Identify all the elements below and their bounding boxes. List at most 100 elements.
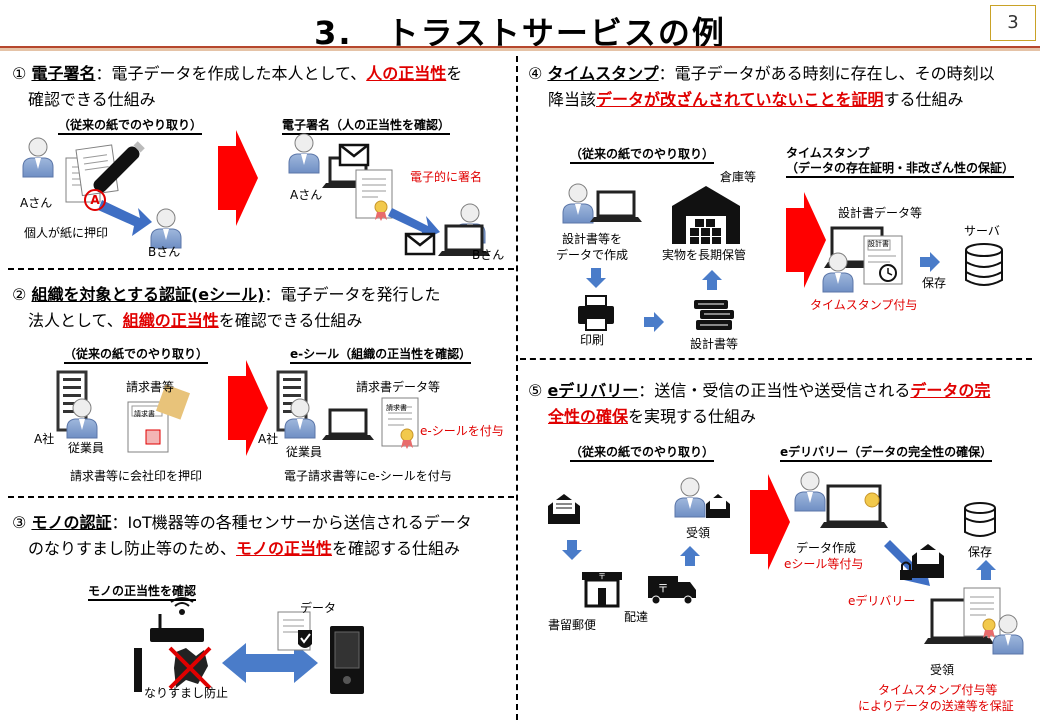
s4-right-header-2: （データの存在証明・非改ざん性の保証） [786,161,1015,178]
s3-spoof-label: なりすまし防止 [144,686,229,700]
books-icon [694,300,734,330]
s1-stamp-mark: A [84,189,106,211]
arrow-down-icon [586,268,606,288]
s2-desc: 電子データを発行した [280,285,441,304]
database-icon [964,502,996,537]
s4-print-label: 印刷 [580,333,605,347]
s2-emphasis: 組織の正当性 [122,311,219,330]
s2-invoice-data: 請求書データ等 [356,380,441,394]
s2-heading: ② 組織を対象とする認証(eシール)：電子データを発行した [12,284,516,306]
s2-employee-left: 従業員 [68,441,105,455]
s1-term: 電子署名 [31,64,96,83]
s5-number: ⑤ [528,381,543,400]
s3-desc-2a: のなりすまし防止等のため、 [28,539,237,558]
s1-desc: 電子データを作成した本人として、 [111,64,367,83]
s4-term: タイムスタンプ [547,64,659,83]
s1-left-header: （従来の紙でのやり取り） [58,118,203,135]
s1-b-left: Bさん [148,245,181,259]
s4-right-header-1: タイムスタンプ [786,146,870,160]
s4-left-header: （従来の紙でのやり取り） [570,147,715,164]
s5-edelivery: eデリバリー [848,594,916,608]
svg-text:〒: 〒 [598,572,606,581]
s5-sep: ： [638,381,655,400]
big-red-arrow-icon [786,192,826,288]
s2-caption-right: 電子請求書等にe-シールを付与 [284,469,452,483]
s2-number: ② [12,285,27,304]
big-red-arrow-icon [218,130,258,226]
s5-delivery: 配達 [624,610,649,624]
s2-right-header: e-シール（組織の正当性を確認） [290,347,472,364]
s5-save: 保存 [968,545,993,559]
arrow-right-icon [644,312,664,332]
page-title: 3. トラストサービスの例 [314,14,726,52]
s4-heading: ④ タイムスタンプ：電子データがある時刻に存在し、その時刻以 [528,63,1040,85]
s1-heading: ① 電子署名：電子データを作成した本人として、人の正当性を [12,63,516,85]
invoice-paper-icon [127,384,191,453]
mail-open-icon [706,494,730,518]
s5-desc-2b: を実現する仕組み [628,407,757,426]
s5-right-header: eデリバリー（データの完全性の確保） [780,445,993,462]
delivery-truck-icon: 〒 [648,576,696,605]
s3-desc: IoT機器等の各種センサーから送信されるデータ [127,513,472,532]
warehouse-icon [672,186,740,244]
certified-document-icon [355,169,393,222]
s4-create-label-2: データで作成 [556,248,629,262]
s1-emphasis: 人の正当性 [366,64,447,83]
server-tower-icon [330,626,364,694]
s5-emphasis-1: データの完 [910,381,991,400]
s1-a-left: Aさん [20,196,53,210]
divider-s2-s3 [8,496,514,498]
s4-create-label-1: 設計書等を [562,232,623,246]
timestamp-doc-icon [863,235,903,285]
s2-invoice-data-doc-text: 請求書 [386,404,407,412]
s3-number: ③ [12,513,27,532]
person-icon [674,477,706,518]
data-doc-icon [277,611,312,651]
s5-eseal: eシール等付与 [784,557,864,571]
s5-heading: ⑤ eデリバリー：送信・受信の正当性や送受信されるデータの完 [528,380,1040,402]
s2-left-header: （従来の紙でのやり取り） [64,347,209,364]
person-icon [288,133,320,174]
s1-heading-line2: 確認できる仕組み [28,90,156,109]
s3-data-label: データ [300,601,337,615]
s3-header: モノの正当性を確認 [88,584,197,601]
s2-caption-left: 請求書等に会社印を押印 [70,469,203,483]
s2-company-right: A社 [258,432,279,446]
double-arrow-icon [222,643,318,683]
arrow-up-icon [976,560,996,580]
s2-company-left: A社 [34,432,55,446]
s5-term: eデリバリー [547,381,639,400]
s5-left-header: （従来の紙でのやり取り） [570,445,715,462]
person-icon [22,137,54,178]
s5-registered-mail: 書留郵便 [548,618,597,632]
laptop-icon [588,190,644,224]
s5-ts-note-1: タイムスタンプ付与等 [878,683,998,697]
vertical-divider [516,56,518,720]
s4-sep: ： [658,64,675,83]
s1-sep: ： [95,64,112,83]
person-icon [562,183,594,224]
person-icon [794,471,826,512]
certified-document-icon [963,587,1001,640]
no-spoof-icon [168,646,212,690]
arrow-up-icon [680,546,700,566]
s3-heading: ③ モノの認証：IoT機器等の各種センサーから送信されるデータ [12,512,516,534]
person-icon [150,208,182,249]
title-underline [0,46,1040,51]
sensor-icon [134,648,142,692]
s2-term: 組織を対象とする認証(eシール) [31,285,265,304]
s5-emphasis-2: 全性の確保 [548,407,629,426]
arrow-right-icon [920,252,940,272]
s2-employee-right: 従業員 [286,445,323,459]
arrow-down-icon [562,540,582,560]
s1-number: ① [12,64,27,83]
page-number: 3 [990,5,1036,41]
s2-heading-line2: 法人として、組織の正当性を確認できる仕組み [28,310,362,332]
s4-warehouse: 倉庫等 [720,170,757,184]
s4-ts-label: タイムスタンプ付与 [810,298,918,312]
s2-eseal-label: e-シールを付与 [420,424,504,438]
s4-docs-label: 設計書等 [690,337,739,351]
s4-store-label: 実物を長期保管 [662,248,747,262]
s5-receive-left: 受領 [686,526,711,540]
